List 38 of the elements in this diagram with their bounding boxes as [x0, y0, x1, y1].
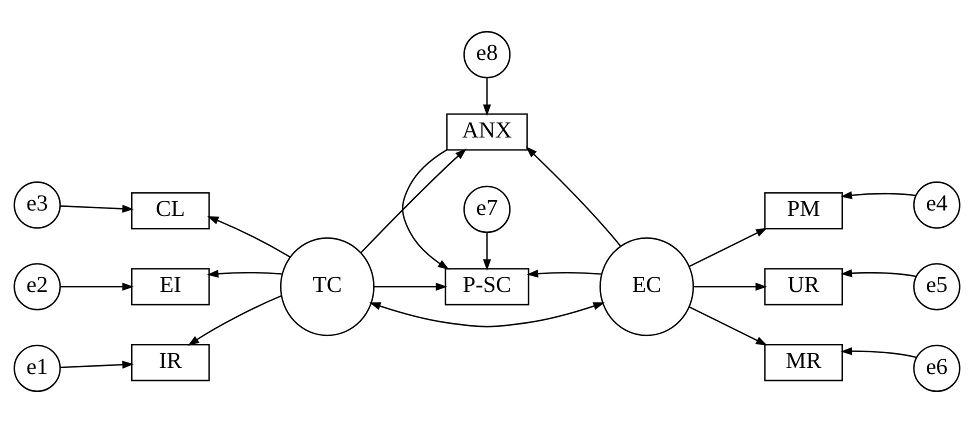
node-circle: e1	[14, 344, 61, 392]
node-circle: e4	[913, 181, 960, 229]
node-circle: e5	[913, 263, 960, 310]
node-box: UR	[764, 268, 843, 306]
arrow	[369, 302, 605, 328]
node-circle: e7	[463, 186, 511, 233]
node-circle: e2	[14, 263, 61, 310]
node-circle: e6	[913, 344, 960, 392]
node-circle: EC	[599, 237, 694, 336]
node-box: ANX	[446, 113, 528, 151]
node-circle: TC	[280, 237, 375, 336]
node-box: PM	[764, 192, 843, 230]
arrow	[526, 270, 602, 278]
arrow	[840, 191, 916, 200]
arrow	[526, 146, 622, 247]
node-box: IR	[131, 344, 210, 382]
node-box: MR	[764, 344, 843, 382]
node-circle: e3	[14, 181, 61, 229]
arrow	[840, 347, 916, 358]
arrow	[60, 204, 134, 213]
arrow	[60, 282, 134, 291]
arrow	[840, 269, 916, 278]
arrow	[694, 282, 768, 291]
arrow	[188, 295, 282, 346]
arrow	[207, 216, 290, 258]
node-circle: e8	[463, 31, 511, 78]
node-box: EI	[131, 268, 210, 306]
node-box: CL	[131, 192, 210, 230]
arrow	[689, 306, 768, 346]
arrow	[374, 282, 448, 291]
arrow	[482, 232, 492, 271]
node-box: P-SC	[444, 268, 530, 306]
arrow	[206, 270, 282, 278]
arrow	[402, 149, 450, 270]
arrow	[482, 78, 492, 116]
arrow	[60, 360, 134, 369]
arrow	[360, 148, 467, 254]
arrow	[689, 228, 768, 267]
